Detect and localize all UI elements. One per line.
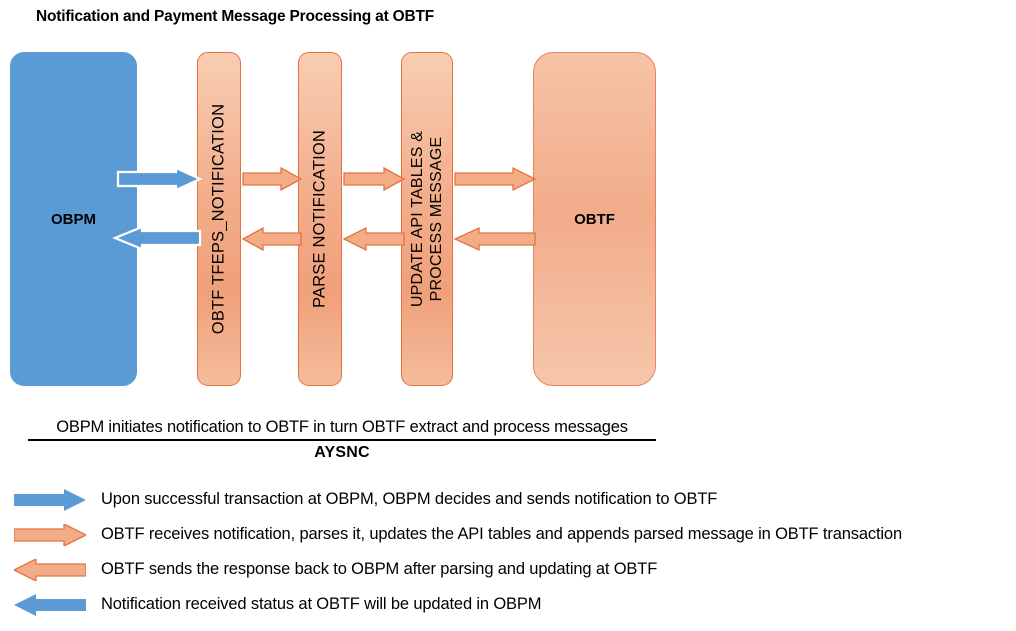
node-obpm[interactable]: OBPM xyxy=(10,52,137,386)
page-title: Notification and Payment Message Process… xyxy=(36,8,435,25)
caption-mode-label: AYSNC xyxy=(314,444,370,461)
node-obtf[interactable]: OBTF xyxy=(533,52,656,386)
flow-arrow-notification-to-obpm xyxy=(112,225,202,251)
legend: Upon successful transaction at OBPM, OBP… xyxy=(0,482,1016,622)
legend-row: OBTF sends the response back to OBPM aft… xyxy=(0,552,1016,587)
flow-arrow-update-to-obtf xyxy=(454,166,537,192)
node-update-api-tables-label: UPDATE API TABLES & PROCESS MESSAGE xyxy=(408,131,446,307)
arrow-right-orange-icon xyxy=(14,523,86,546)
node-obpm-label: OBPM xyxy=(51,210,96,228)
legend-item-label: OBTF receives notification, parses it, u… xyxy=(101,525,902,543)
flow-arrow-update-to-parse xyxy=(342,226,405,252)
caption-divider xyxy=(28,439,656,441)
node-parse-notification-label: PARSE NOTIFICATION xyxy=(310,129,329,309)
node-update-api-tables-label-line2: PROCESS MESSAGE xyxy=(428,136,445,302)
legend-row: Upon successful transaction at OBPM, OBP… xyxy=(0,482,1016,517)
node-obtf-label: OBTF xyxy=(574,210,615,228)
flow-arrow-notification-to-parse xyxy=(242,166,303,192)
flow-arrow-obpm-to-notification xyxy=(116,166,203,192)
flow-arrow-parse-to-update xyxy=(343,166,406,192)
arrow-left-blue-icon xyxy=(14,593,86,616)
legend-row: OBTF receives notification, parses it, u… xyxy=(0,517,1016,552)
arrow-left-orange-icon xyxy=(14,558,86,581)
diagram-canvas: OBPM OBTF TFEPS_NOTIFICATION PARSE NOTIF… xyxy=(10,52,656,386)
legend-item-label: Notification received status at OBTF wil… xyxy=(101,595,542,613)
flow-arrow-parse-to-notification xyxy=(241,226,302,252)
legend-row: Notification received status at OBTF wil… xyxy=(0,587,1016,622)
flow-arrow-obtf-to-update xyxy=(453,226,536,252)
caption-text: OBPM initiates notification to OBTF in t… xyxy=(56,418,628,436)
legend-item-label: Upon successful transaction at OBPM, OBP… xyxy=(101,490,718,508)
node-update-api-tables[interactable]: UPDATE API TABLES & PROCESS MESSAGE xyxy=(401,52,453,386)
node-obtf-tfeps-notification[interactable]: OBTF TFEPS_NOTIFICATION xyxy=(197,52,241,386)
arrow-right-blue-icon xyxy=(14,488,86,511)
legend-item-label: OBTF sends the response back to OBPM aft… xyxy=(101,560,658,578)
node-update-api-tables-label-line1: UPDATE API TABLES & xyxy=(408,130,426,308)
diagram-caption: OBPM initiates notification to OBTF in t… xyxy=(28,418,656,462)
node-parse-notification[interactable]: PARSE NOTIFICATION xyxy=(298,52,342,386)
node-obtf-tfeps-notification-label: OBTF TFEPS_NOTIFICATION xyxy=(209,103,228,335)
